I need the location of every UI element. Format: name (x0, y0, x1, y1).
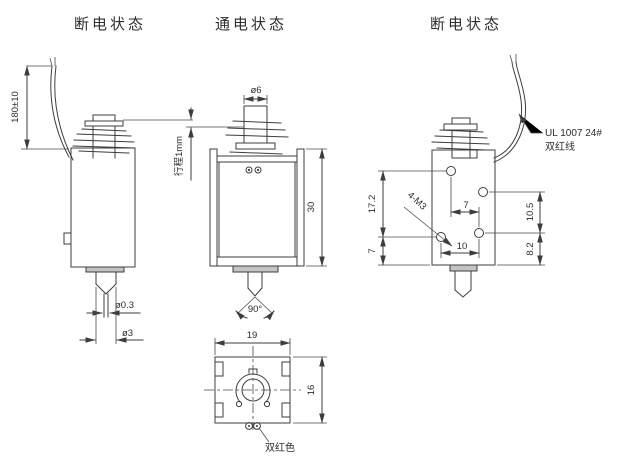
left-body-notch (63, 232, 72, 245)
mounting-slots (214, 361, 291, 418)
middle-plunger-spring (225, 105, 289, 155)
center-hole (235, 368, 271, 408)
pin-dia-label: ø3 (122, 328, 133, 339)
hole-spacing-right-dim: 10.5 (485, 191, 545, 234)
right-body-inner-top (451, 149, 478, 159)
hole-spacing-right-label: 10.5 (525, 203, 536, 222)
left-view-title: 断电状态 (74, 16, 146, 33)
depth-dim: 16 (293, 356, 327, 424)
mounting-hole-right-mid (478, 187, 488, 197)
width-label: 19 (247, 330, 258, 341)
bottom-view: 19 16 (204, 330, 327, 454)
body-height-label: 30 (306, 202, 317, 213)
wire-color-label: 双红色 (265, 441, 295, 454)
left-body-outline (70, 147, 136, 268)
left-wire (49, 57, 74, 161)
middle-bottom-plunger (232, 265, 279, 297)
mounting-hole-top-left (446, 166, 456, 176)
right-view: 断电状态 UL 1007 (367, 16, 602, 298)
wire-spec-line2: 双红线 (545, 140, 575, 153)
right-view-title: 断电状态 (430, 16, 502, 33)
hole-bottom-offset-label: 7 (367, 248, 378, 253)
stroke-dim: 行程1mm (123, 107, 244, 181)
wire-length-label: 180±10 (10, 91, 21, 123)
middle-view: 通电状态 ø6 (209, 16, 327, 321)
pin-dia-dim: ø3 (79, 287, 144, 344)
left-spring-plunger (72, 114, 136, 159)
mounting-hole-bottom-left (436, 232, 446, 242)
hole-spacing-bottom-dim: 10 (440, 239, 480, 258)
left-view: 断电状态 180±10 (10, 16, 146, 344)
middle-view-title: 通电状态 (215, 16, 287, 33)
plunger-dia-label: ø6 (250, 85, 261, 96)
mounting-hole-bottom-right (474, 228, 484, 238)
thread-callout: 4-M3 (403, 190, 453, 247)
terminal-circle-right (254, 166, 262, 174)
pin-tip-dia-label: ø0.3 (115, 300, 134, 311)
hole-spacing-horizontal-label: 7 (463, 200, 468, 211)
pin-tip-dia-dim: ø0.3 (86, 300, 141, 316)
plunger-dia-dim: ø6 (243, 85, 268, 104)
wire-spec-callout: UL 1007 24# 双红线 (518, 113, 602, 153)
hole-bottom-offset-right-dim: 8.2 (497, 232, 545, 266)
tip-angle-label: 90° (248, 304, 263, 315)
left-bottom-plunger (85, 266, 125, 318)
stroke-label: 行程1mm (173, 136, 185, 176)
hole-spacing-vertical-dim: 17.2 (367, 170, 446, 238)
hole-bottom-offset-right-label: 8.2 (525, 242, 536, 255)
right-bottom-plunger (449, 264, 478, 298)
left-wire-length-dim: 180±10 (10, 65, 69, 150)
right-wire (493, 54, 527, 163)
mounting-holes (436, 166, 488, 242)
depth-label: 16 (306, 385, 317, 396)
hole-spacing-horizontal-dim: 7 (450, 177, 480, 227)
hole-spacing-vertical-label: 17.2 (367, 195, 378, 214)
body-height-dim: 30 (306, 148, 327, 267)
thread-label: 4-M3 (405, 190, 428, 213)
tip-angle-dim: 90° (235, 296, 275, 321)
middle-frame (209, 148, 305, 267)
hole-bottom-offset-dim: 7 (367, 236, 430, 266)
wire-spec-line1: UL 1007 24# (545, 128, 602, 139)
hole-spacing-bottom-label: 10 (457, 241, 468, 252)
width-dim: 19 (214, 330, 291, 355)
wire-exit-terminals: 双红色 (245, 422, 295, 454)
right-spring-plunger (431, 117, 490, 159)
terminal-circle-left (245, 166, 253, 174)
